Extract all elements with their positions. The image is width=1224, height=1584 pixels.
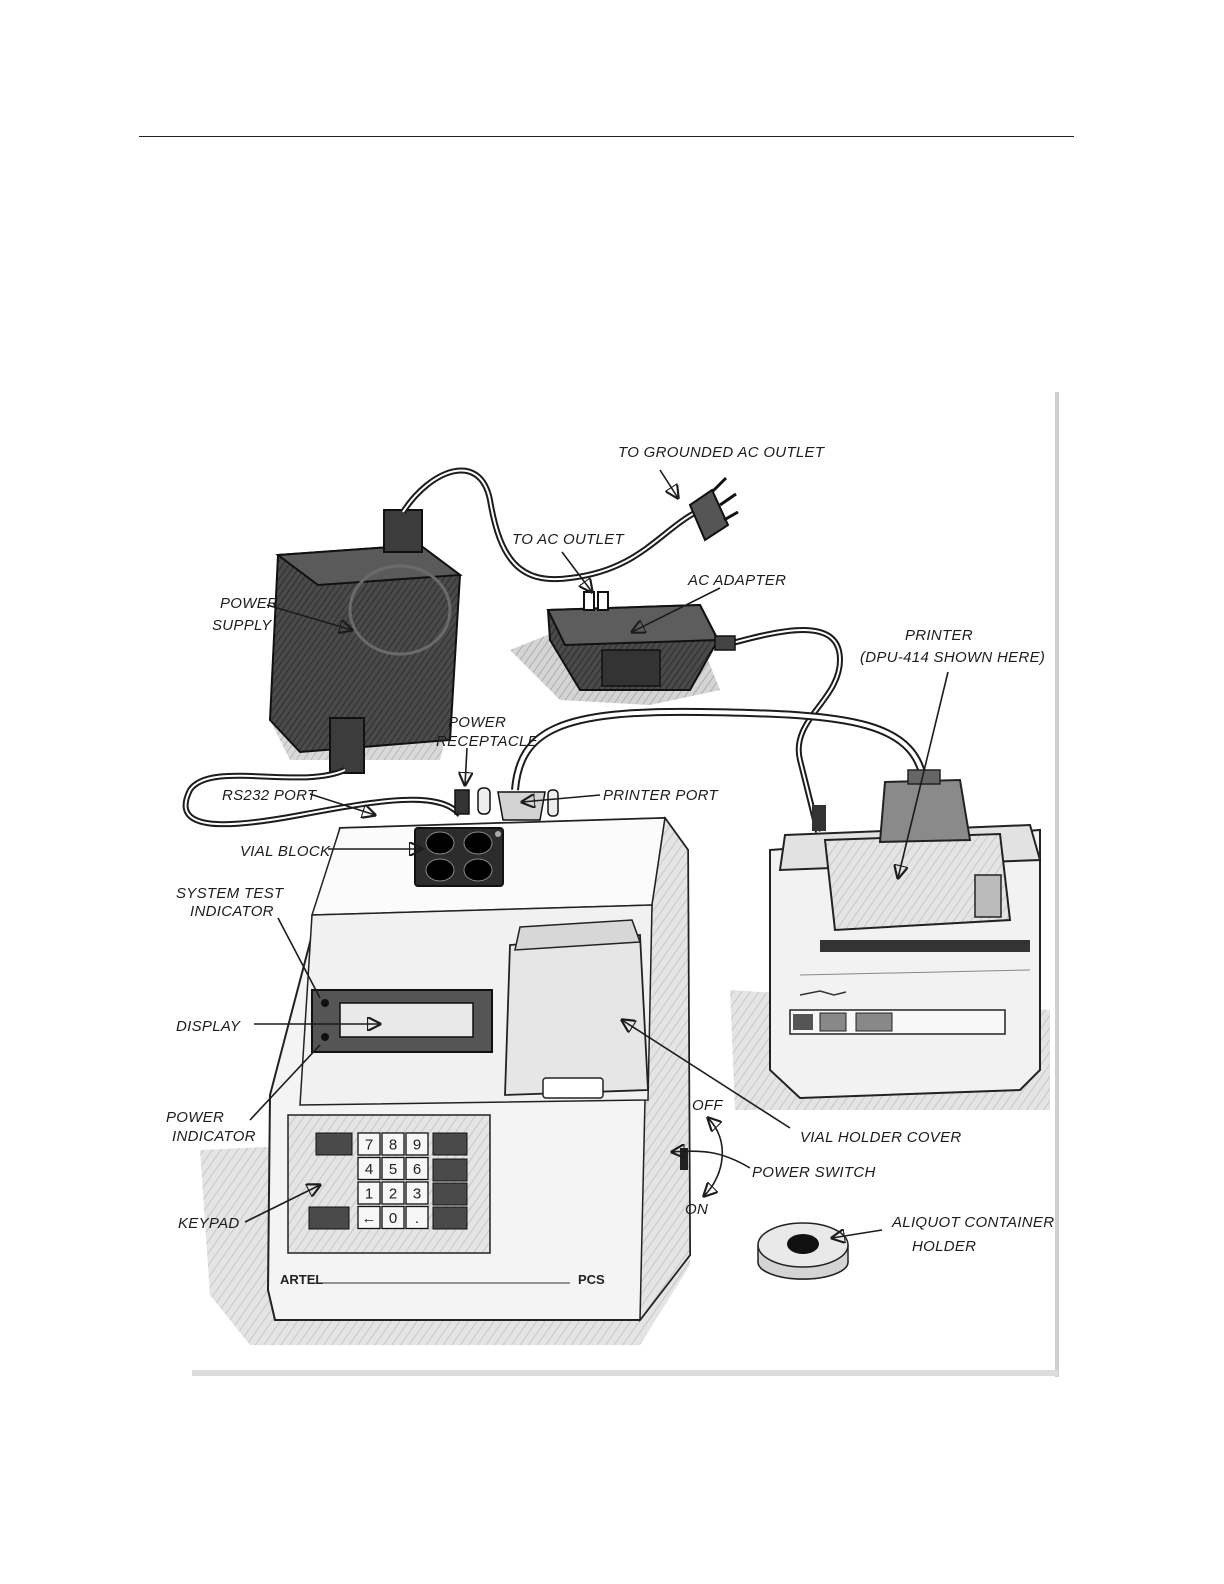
label-printer-port: PRINTER PORT: [603, 787, 720, 804]
keypad-key-label: 7: [365, 1137, 373, 1154]
keypad-function-key: [316, 1133, 352, 1155]
keypad-key-label: 3: [413, 1186, 421, 1203]
keypad-key-label: 4: [365, 1161, 373, 1178]
label-display: DISPLAY: [176, 1018, 241, 1035]
label-power-switch: POWER SWITCH: [752, 1164, 876, 1181]
keypad-key-label: ←: [362, 1210, 377, 1227]
label-to-grounded-ac-outlet: TO GROUNDED AC OUTLET: [618, 444, 826, 461]
label-aliquot-container-holder-2: HOLDER: [912, 1238, 976, 1255]
label-to-ac-outlet: TO AC OUTLET: [512, 531, 625, 548]
label-vial-holder-cover: VIAL HOLDER COVER: [800, 1129, 962, 1146]
keypad-key-label: .: [415, 1210, 419, 1227]
aliquot-container-holder: [758, 1223, 848, 1279]
keypad-function-key: [309, 1207, 349, 1229]
illustration-frame: [1055, 392, 1059, 1377]
label-power-indicator-2: INDICATOR: [172, 1128, 256, 1145]
label-off: OFF: [692, 1097, 723, 1114]
label-power-receptacle-1: POWER: [448, 714, 506, 731]
printer: [770, 770, 1040, 1098]
vial-holder-cover: [505, 935, 648, 1095]
power-receptacle: [455, 790, 469, 814]
label-rs232-port: RS232 PORT: [222, 787, 318, 804]
system-test-indicator-led: [321, 999, 329, 1007]
label-aliquot-container-holder-1: ALIQUOT CONTAINER: [891, 1214, 1054, 1231]
label-system-test-indicator-2: INDICATOR: [190, 903, 274, 920]
power-cord: [403, 470, 700, 579]
keypad-function-key: [433, 1159, 467, 1181]
grounded-plug: [690, 478, 738, 540]
keypad-function-key: [433, 1207, 467, 1229]
keypad-key-label: 6: [413, 1161, 421, 1178]
label-on: ON: [685, 1201, 708, 1218]
label-printer-1: PRINTER: [905, 627, 973, 644]
keypad-key-label: 2: [389, 1186, 397, 1203]
display-screen: [340, 1003, 473, 1037]
printer-port-connector: [498, 792, 545, 820]
label-system-test-indicator-1: SYSTEM TEST: [176, 885, 285, 902]
label-keypad: KEYPAD: [178, 1215, 240, 1232]
label-vial-block: VIAL BLOCK: [240, 843, 331, 860]
label-power-supply-2: SUPPLY: [212, 617, 272, 634]
keypad-function-key: [433, 1183, 467, 1205]
label-ac-adapter: AC ADAPTER: [687, 572, 786, 589]
adapter-cable: [725, 630, 840, 832]
label-power-indicator-1: POWER: [166, 1109, 224, 1126]
keypad-key-label: 8: [389, 1137, 397, 1154]
label-printer-2: (DPU-414 SHOWN HERE): [860, 649, 1045, 666]
power-supply: [270, 510, 460, 773]
keypad-key-label: 0: [389, 1210, 397, 1227]
power-indicator-led: [321, 1033, 329, 1041]
device-model: PCS: [578, 1272, 605, 1287]
label-power-receptacle-2: RECEPTACLE: [436, 733, 539, 750]
label-power-supply-1: POWER: [220, 595, 278, 612]
device-brand: ARTEL: [280, 1272, 323, 1287]
keypad-function-key: [433, 1133, 467, 1155]
keypad-key-label: 9: [413, 1137, 421, 1154]
keypad-key-label: 1: [365, 1186, 373, 1203]
keypad-key-label: 5: [389, 1161, 397, 1178]
